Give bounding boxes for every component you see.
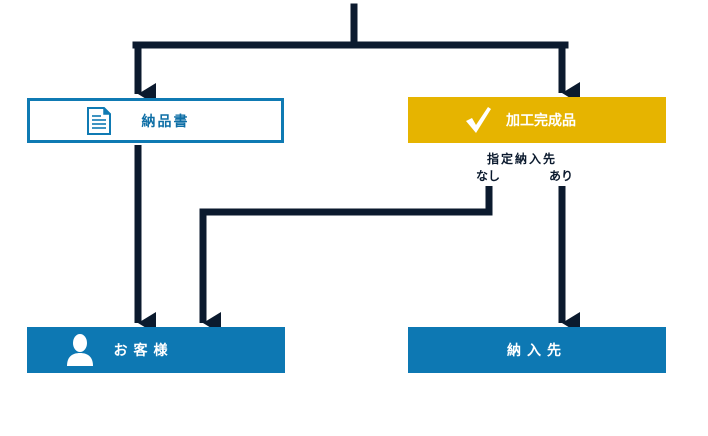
delivery-destination-label: 納入先 — [507, 343, 567, 359]
finished-product-box: 加工完成品 — [408, 97, 666, 143]
condition-none-label: なし — [476, 169, 501, 183]
condition-exists-label: あり — [549, 169, 574, 183]
checkmark-icon — [466, 107, 491, 133]
person-icon — [67, 334, 93, 366]
connector-root-split — [132, 3, 569, 49]
customer-label: お客様 — [113, 343, 174, 359]
document-icon — [87, 107, 111, 135]
invoice-box: 納品書 — [27, 98, 284, 143]
arrow-none-to-customer — [199, 186, 493, 334]
finished-product-label: 加工完成品 — [506, 113, 576, 129]
invoice-label: 納品書 — [141, 113, 190, 130]
condition-header: 指定納入先 — [487, 152, 558, 166]
delivery-destination-box: 納入先 — [408, 327, 666, 373]
customer-box: お客様 — [27, 327, 285, 373]
